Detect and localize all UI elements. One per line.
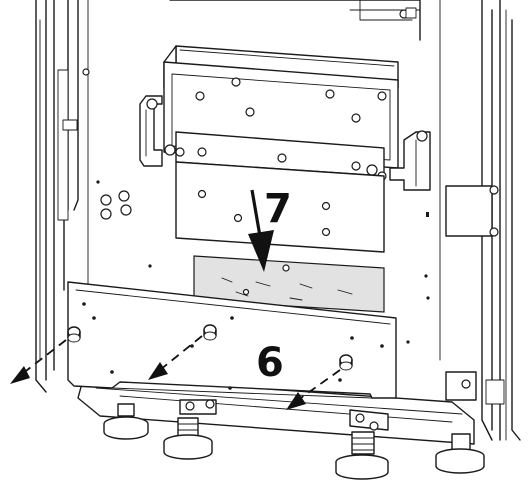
mounting-screws bbox=[67, 324, 353, 371]
callout-7-label: 7 bbox=[264, 186, 292, 232]
base-rail bbox=[77, 371, 477, 445]
screw-1 bbox=[67, 326, 81, 343]
front-cover-plate bbox=[67, 281, 397, 399]
screw-2 bbox=[203, 324, 217, 341]
leveling-foot-1 bbox=[103, 403, 149, 440]
screw-3 bbox=[339, 354, 353, 371]
right-side-wall bbox=[445, 0, 521, 441]
leveling-foot-4 bbox=[435, 433, 485, 474]
left-hinge-bracket bbox=[139, 95, 185, 167]
leveling-foot-3 bbox=[335, 431, 389, 480]
arrow-7 bbox=[248, 189, 274, 272]
removal-arrows bbox=[10, 335, 341, 410]
lower-cover-plate bbox=[175, 161, 385, 253]
back-panel bbox=[82, 0, 441, 361]
left-side-wall bbox=[35, 0, 79, 393]
leveling-foot-2 bbox=[163, 417, 213, 460]
filter-panel bbox=[193, 255, 385, 313]
right-hinge-bracket bbox=[366, 130, 431, 191]
upper-cover-frame bbox=[163, 45, 399, 177]
callout-6-label: 6 bbox=[256, 340, 284, 386]
